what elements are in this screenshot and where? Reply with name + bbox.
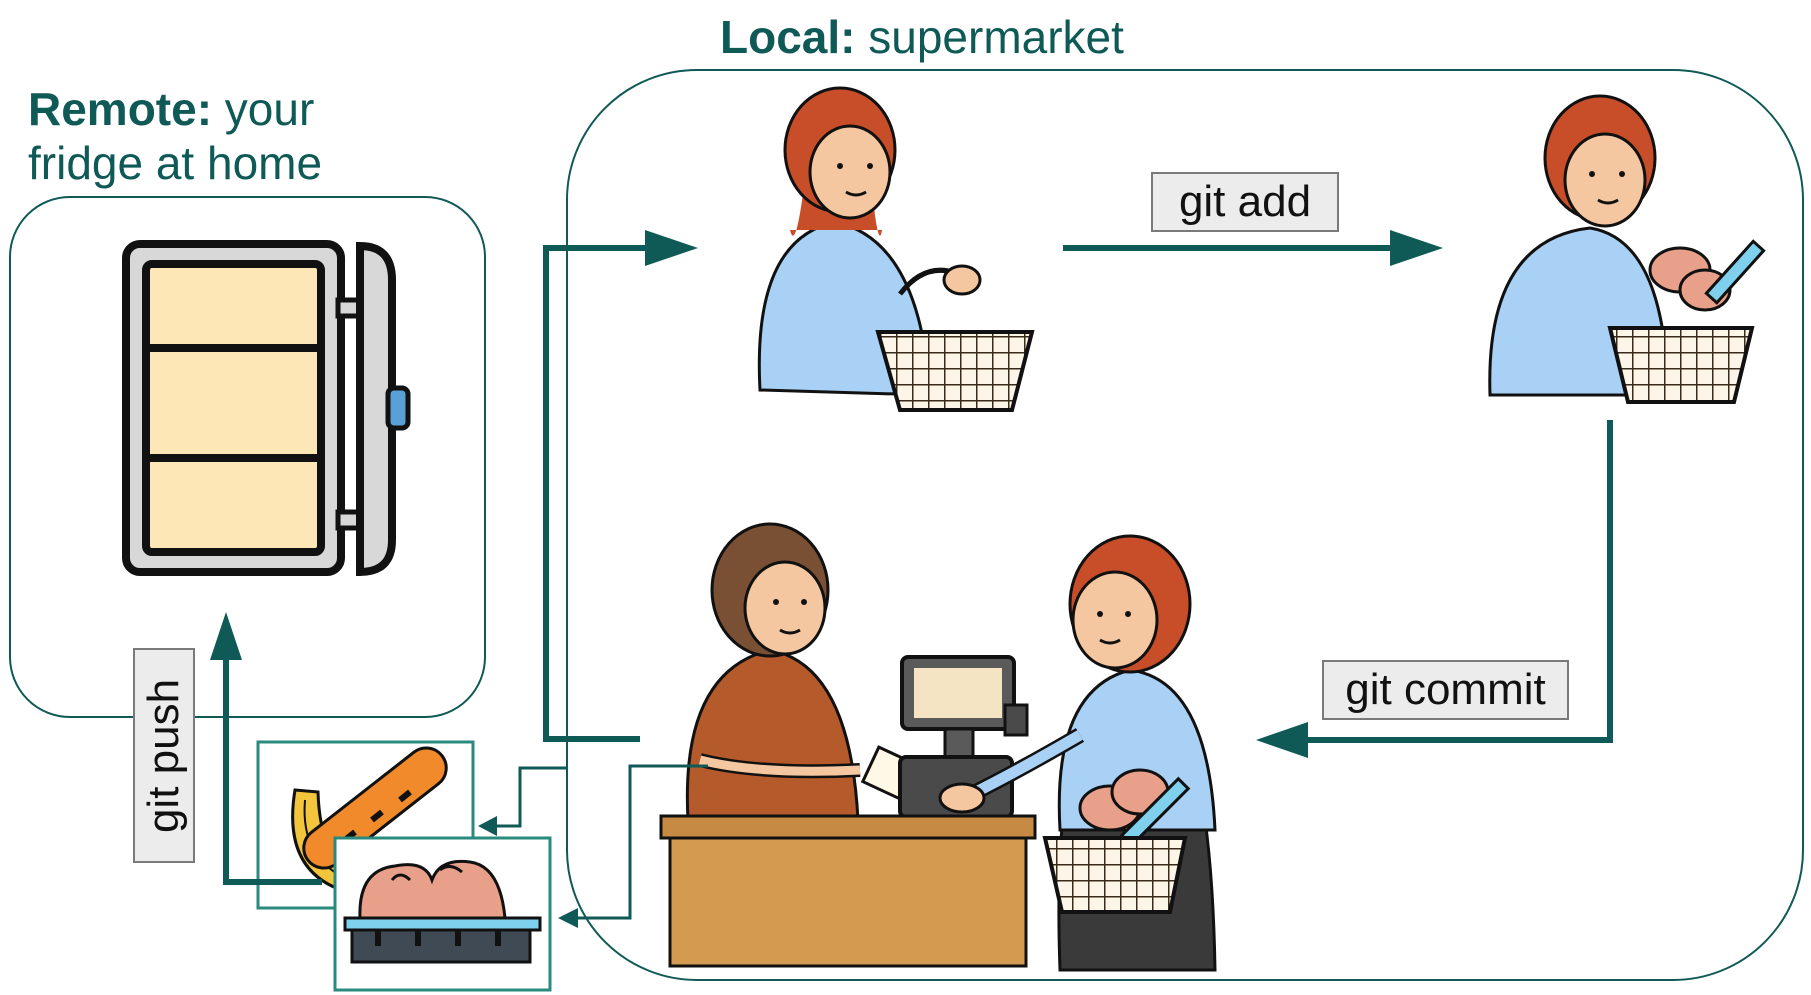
git-commit-text: git commit <box>1345 665 1546 714</box>
remote-caption: Remote: your fridge at home <box>28 82 322 190</box>
local-caption: Local: supermarket <box>720 10 1124 64</box>
arrow-push-to-remote <box>210 612 322 885</box>
remote-box <box>9 196 486 718</box>
arrow-git-add <box>1063 230 1443 266</box>
cashier-icon <box>685 522 936 822</box>
git-push-label: git push <box>133 648 195 863</box>
remote-caption-rest: your <box>212 83 315 135</box>
eggs-carton-icon <box>333 836 552 992</box>
local-caption-rest: supermarket <box>855 11 1124 63</box>
shopper-full-basket-icon <box>1488 94 1766 404</box>
remote-caption-line2: fridge at home <box>28 137 323 189</box>
local-caption-bold: Local: <box>720 11 856 63</box>
local-box <box>566 69 1804 981</box>
arrow-to-eggs-card <box>558 764 708 928</box>
git-commit-label: git commit <box>1322 660 1569 720</box>
git-push-text: git push <box>139 678 188 833</box>
checkout-counter <box>659 814 1037 968</box>
git-add-text: git add <box>1178 177 1312 226</box>
customer-icon <box>938 534 1217 972</box>
arrow-loop-to-start <box>543 230 698 742</box>
shopper-empty-basket-icon <box>757 86 1035 412</box>
arrow-to-banana-card <box>478 766 566 836</box>
remote-caption-bold: Remote: <box>28 83 213 135</box>
arrow-git-commit <box>1256 420 1613 758</box>
fridge-icon <box>122 240 411 577</box>
git-add-label: git add <box>1151 172 1339 232</box>
